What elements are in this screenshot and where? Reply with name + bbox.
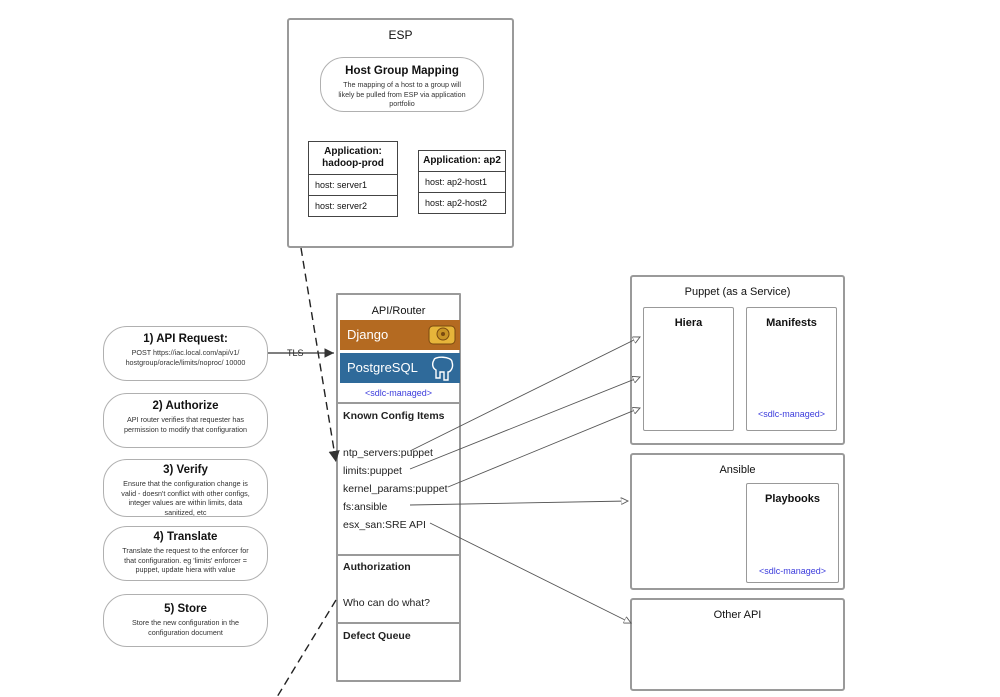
step-title: 3) Verify — [163, 464, 208, 476]
postgresql-label: PostgreSQL — [347, 360, 418, 375]
ansible-panel: Ansible Playbooks <sdlc-managed> — [630, 453, 845, 590]
authorization-title: Authorization — [343, 561, 411, 573]
other-api-panel: Other API — [630, 598, 845, 691]
elephant-icon — [431, 356, 454, 381]
step-desc: Ensure that the configuration change is … — [121, 479, 250, 517]
known-config-title: Known Config Items — [343, 410, 445, 422]
step-desc: POST https://iac.local.com/api/v1/ hostg… — [125, 348, 246, 367]
router-divider-1 — [338, 402, 459, 404]
step-title: 5) Store — [164, 603, 207, 615]
postgresql-logo: PostgreSQL — [340, 353, 460, 383]
step-verify: 3) Verify Ensure that the configuration … — [103, 459, 268, 517]
app-hadoop-prod-title-line2: hadoop-prod — [322, 158, 384, 169]
step-desc: Translate the request to the enforcer fo… — [122, 546, 249, 574]
playbooks-box: Playbooks <sdlc-managed> — [746, 483, 839, 583]
other-api-title: Other API — [713, 609, 762, 621]
app-hadoop-prod-table: Application: hadoop-prod host: server1 h… — [308, 141, 398, 217]
hard-drive-icon — [428, 325, 456, 345]
hiera-box: Hiera — [643, 307, 734, 431]
puppet-title: Puppet (as a Service) — [684, 286, 791, 298]
step-authorize: 2) Authorize API router verifies that re… — [103, 393, 268, 448]
config-item: fs:ansible — [343, 501, 388, 513]
defect-queue-title: Defect Queue — [343, 630, 411, 642]
host-row: host: server1 — [309, 175, 397, 196]
manifests-sdlc-label: <sdlc-managed> — [757, 409, 826, 419]
router-divider-2 — [338, 554, 459, 556]
puppet-panel: Puppet (as a Service) Hiera Manifests <s… — [630, 275, 845, 445]
api-router-panel: API/Router Django PostgreSQL <sdlc-manag… — [336, 293, 461, 682]
host-group-mapping-desc: The mapping of a host to a group will li… — [338, 80, 466, 108]
config-item: kernel_params:puppet — [343, 483, 448, 495]
step-desc: API router verifies that requester has p… — [123, 415, 248, 434]
authorization-text: Who can do what? — [343, 597, 430, 609]
esp-title: ESP — [388, 28, 413, 42]
limits-to-hiera-arrow — [409, 377, 640, 470]
host-group-mapping-node: Host Group Mapping The mapping of a host… — [320, 57, 484, 112]
host-group-mapping-title: Host Group Mapping — [345, 65, 459, 77]
step-desc: Store the new configuration in the confi… — [131, 618, 240, 637]
app-ap2-table: Application: ap2 host: ap2-host1 host: a… — [418, 150, 506, 214]
manifests-title: Manifests — [766, 317, 817, 329]
step-translate: 4) Translate Translate the request to th… — [103, 526, 268, 581]
step-title: 2) Authorize — [152, 400, 219, 412]
config-item: limits:puppet — [343, 465, 402, 477]
django-label: Django — [347, 327, 389, 342]
api-router-title: API/Router — [371, 305, 426, 317]
step-api-request: 1) API Request: POST https://iac.local.c… — [103, 326, 268, 381]
step-title: 1) API Request: — [143, 333, 228, 345]
step-store: 5) Store Store the new configuration in … — [103, 594, 268, 647]
fs-to-ansible-arrow — [409, 501, 628, 506]
router-sdlc-label: <sdlc-managed> — [364, 388, 433, 398]
host-row: host: ap2-host2 — [425, 198, 488, 208]
hiera-title: Hiera — [674, 317, 703, 329]
esx-to-other-api-arrow — [429, 522, 631, 623]
kernel-to-hiera-arrow — [447, 408, 640, 488]
esp-dashed-line-upper — [300, 247, 340, 463]
config-item: ntp_servers:puppet — [343, 447, 433, 459]
esp-dashed-line-lower — [276, 599, 337, 697]
esp-panel: ESP Host Group Mapping The mapping of a … — [287, 18, 514, 248]
step-title: 4) Translate — [153, 531, 218, 543]
host-row: host: server2 — [315, 201, 368, 211]
router-divider-3 — [338, 622, 459, 624]
ntp-to-hiera-arrow — [409, 337, 640, 452]
app-hadoop-prod-header: Application: hadoop-prod — [309, 142, 397, 175]
manifests-box: Manifests <sdlc-managed> — [746, 307, 837, 431]
app-hadoop-prod-title-line1: Application: — [324, 146, 382, 157]
host-row: host: ap2-host1 — [419, 172, 505, 193]
config-item: esx_san:SRE API — [343, 519, 426, 531]
django-logo: Django — [340, 320, 460, 350]
playbooks-title: Playbooks — [764, 493, 821, 505]
app-ap2-header: Application: ap2 — [419, 151, 505, 172]
playbooks-sdlc-label: <sdlc-managed> — [758, 566, 827, 576]
ansible-title: Ansible — [719, 464, 756, 476]
